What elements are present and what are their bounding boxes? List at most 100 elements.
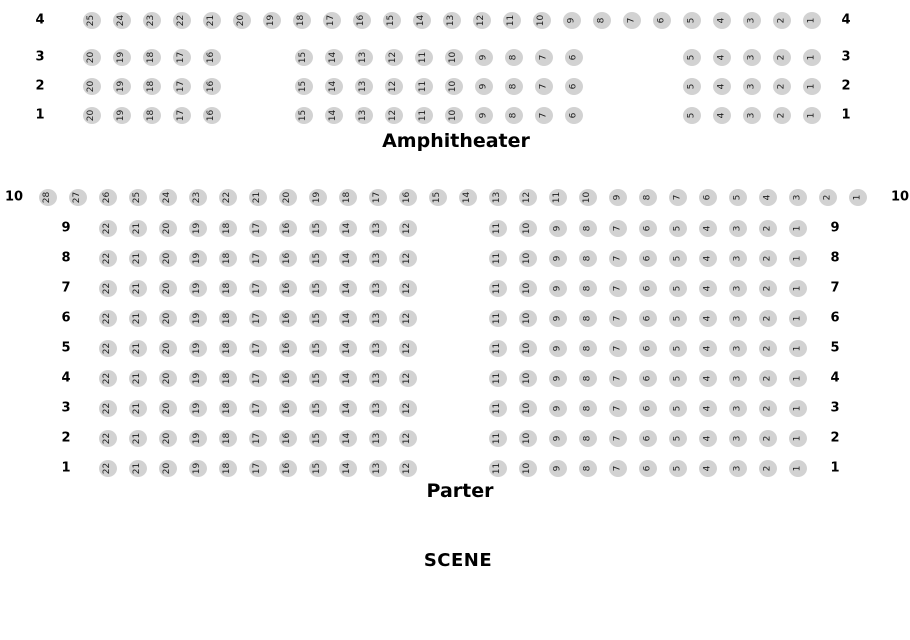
seat[interactable]: 3 [729,309,747,327]
seat[interactable]: 10 [519,279,537,297]
seat[interactable]: 17 [249,339,267,357]
seat[interactable]: 19 [263,11,281,29]
seat[interactable]: 19 [189,219,207,237]
seat[interactable]: 10 [445,77,463,95]
seat[interactable]: 3 [729,339,747,357]
seat[interactable]: 22 [99,309,117,327]
seat[interactable]: 9 [549,339,567,357]
seat[interactable]: 12 [399,219,417,237]
seat[interactable]: 11 [489,219,507,237]
seat[interactable]: 18 [219,369,237,387]
seat[interactable]: 4 [699,399,717,417]
seat[interactable]: 11 [489,249,507,267]
seat[interactable]: 9 [549,309,567,327]
seat[interactable]: 21 [129,309,147,327]
seat[interactable]: 22 [99,249,117,267]
seat[interactable]: 20 [159,459,177,477]
seat[interactable]: 7 [535,106,553,124]
seat[interactable]: 12 [519,188,537,206]
seat[interactable]: 8 [593,11,611,29]
seat[interactable]: 5 [669,399,687,417]
seat[interactable]: 1 [789,459,807,477]
seat[interactable]: 10 [519,339,537,357]
seat[interactable]: 4 [699,459,717,477]
seat[interactable]: 22 [219,188,237,206]
seat[interactable]: 19 [189,339,207,357]
seat[interactable]: 1 [803,11,821,29]
seat[interactable]: 5 [669,219,687,237]
seat[interactable]: 16 [279,429,297,447]
seat[interactable]: 10 [579,188,597,206]
seat[interactable]: 4 [699,429,717,447]
seat[interactable]: 16 [203,77,221,95]
seat[interactable]: 12 [473,11,491,29]
seat[interactable]: 1 [789,279,807,297]
seat[interactable]: 1 [789,399,807,417]
seat[interactable]: 19 [189,429,207,447]
seat[interactable]: 14 [339,309,357,327]
seat[interactable]: 15 [295,106,313,124]
seat[interactable]: 5 [669,309,687,327]
seat[interactable]: 4 [713,48,731,66]
seat[interactable]: 14 [339,249,357,267]
seat[interactable]: 24 [159,188,177,206]
seat[interactable]: 7 [535,77,553,95]
seat[interactable]: 23 [143,11,161,29]
seat[interactable]: 20 [233,11,251,29]
seat[interactable]: 14 [339,219,357,237]
seat[interactable]: 17 [173,48,191,66]
seat[interactable]: 12 [385,106,403,124]
seat[interactable]: 5 [669,459,687,477]
seat[interactable]: 20 [83,77,101,95]
seat[interactable]: 18 [339,188,357,206]
seat[interactable]: 7 [535,48,553,66]
seat[interactable]: 2 [759,339,777,357]
seat[interactable]: 9 [549,369,567,387]
seat[interactable]: 9 [549,249,567,267]
seat[interactable]: 20 [279,188,297,206]
seat[interactable]: 5 [669,279,687,297]
seat[interactable]: 15 [309,459,327,477]
seat[interactable]: 19 [189,309,207,327]
seat[interactable]: 12 [399,369,417,387]
seat[interactable]: 10 [445,48,463,66]
seat[interactable]: 11 [489,279,507,297]
seat[interactable]: 16 [353,11,371,29]
seat[interactable]: 16 [279,279,297,297]
seat[interactable]: 4 [699,249,717,267]
seat[interactable]: 13 [443,11,461,29]
seat[interactable]: 19 [113,77,131,95]
seat[interactable]: 18 [143,77,161,95]
seat[interactable]: 5 [683,11,701,29]
seat[interactable]: 9 [475,106,493,124]
seat[interactable]: 11 [549,188,567,206]
seat[interactable]: 12 [399,279,417,297]
seat[interactable]: 12 [399,399,417,417]
seat[interactable]: 16 [203,48,221,66]
seat[interactable]: 1 [789,369,807,387]
seat[interactable]: 20 [159,279,177,297]
seat[interactable]: 22 [99,279,117,297]
seat[interactable]: 4 [713,77,731,95]
seat[interactable]: 8 [579,369,597,387]
seat[interactable]: 9 [549,279,567,297]
seat[interactable]: 17 [323,11,341,29]
seat[interactable]: 16 [279,309,297,327]
seat[interactable]: 17 [249,429,267,447]
seat[interactable]: 5 [669,369,687,387]
seat[interactable]: 21 [129,399,147,417]
seat[interactable]: 20 [159,339,177,357]
seat[interactable]: 18 [219,279,237,297]
seat[interactable]: 11 [489,459,507,477]
seat[interactable]: 1 [803,106,821,124]
seat[interactable]: 12 [399,309,417,327]
seat[interactable]: 2 [759,219,777,237]
seat[interactable]: 17 [249,249,267,267]
seat[interactable]: 1 [849,188,867,206]
seat[interactable]: 25 [83,11,101,29]
seat[interactable]: 3 [729,399,747,417]
seat[interactable]: 8 [579,459,597,477]
seat[interactable]: 15 [309,279,327,297]
seat[interactable]: 9 [475,77,493,95]
seat[interactable]: 10 [519,249,537,267]
